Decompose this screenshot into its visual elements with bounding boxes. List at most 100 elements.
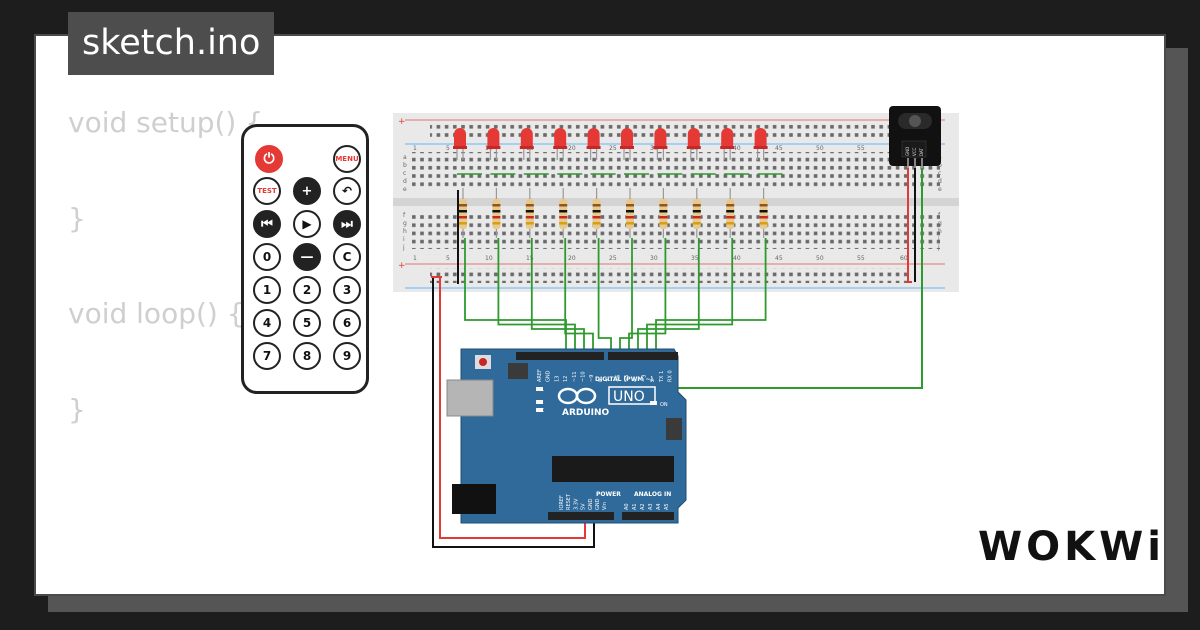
remote-menu-button[interactable]: MENU	[333, 145, 361, 173]
row-c-right: c	[938, 170, 941, 177]
pin-label-2: 13	[554, 376, 560, 382]
row-i: i	[403, 236, 405, 243]
col-1-bottom: 1	[413, 255, 417, 262]
remote-num-5-button[interactable]: 5	[293, 309, 321, 337]
col-60-bottom: 60	[900, 255, 908, 262]
arduino-model: UNO	[613, 389, 645, 405]
remote-num-7-button[interactable]: 7	[253, 342, 281, 370]
remote-num-4-button[interactable]: 4	[253, 309, 281, 337]
led-3	[519, 128, 534, 160]
row-e: e	[403, 186, 407, 193]
led-9	[720, 128, 735, 160]
led-label-rx: RX	[537, 408, 544, 414]
col-45-bottom: 45	[775, 255, 783, 262]
signal-wires	[457, 173, 783, 352]
remote-plus-button[interactable]: +	[293, 177, 321, 205]
row-c: c	[403, 170, 406, 177]
rail-plus-top: +	[398, 117, 406, 127]
led-8	[686, 128, 701, 160]
ir-pin-vcc: VCC	[912, 147, 917, 156]
analog-pin-label-2: A2	[640, 503, 646, 510]
led-label-tx: TX	[536, 400, 544, 406]
code-line-loop: void loop() {	[68, 297, 245, 330]
led-label-on: ON	[660, 402, 668, 408]
resistor-9	[726, 188, 735, 238]
remote-test-button[interactable]: TEST	[253, 177, 281, 205]
pin-label-4: ~11	[572, 371, 578, 382]
wokwi-logo: WOKWi	[978, 524, 1165, 570]
row-h-right: h	[938, 228, 942, 235]
remote-play-button[interactable]: ▶	[293, 210, 321, 238]
col-20-bottom: 20	[568, 255, 576, 262]
resistor-2	[492, 188, 501, 238]
row-j-right: j	[937, 244, 940, 251]
power-pin-label-0: IOREF	[559, 495, 565, 510]
resistor-group	[459, 188, 768, 238]
col-15-bottom: 15	[526, 255, 534, 262]
remote-power-button[interactable]: ⏻	[255, 145, 283, 173]
code-line-setup-end: }	[68, 202, 86, 235]
led-4	[553, 128, 568, 160]
analog-pin-label-1: A1	[632, 503, 638, 510]
signal-wire-10	[655, 238, 767, 352]
sketch-tab[interactable]: sketch.ino	[68, 12, 275, 75]
resistor-8	[692, 188, 701, 238]
resistor-7	[659, 188, 668, 238]
remote-prev-button[interactable]: ⏮	[253, 210, 281, 238]
col-20: 20	[568, 145, 576, 152]
ir-pin-gnd: GND	[905, 147, 910, 156]
col-5-bottom: 5	[446, 255, 450, 262]
remote-back-button[interactable]: ↶	[333, 177, 361, 205]
arduino-labels: UNO ARDUINO DIGITAL (PWM ~) POWER ANALOG…	[536, 376, 671, 498]
pin-label-7: 8	[598, 379, 604, 382]
remote-num-3-button[interactable]: 3	[333, 276, 361, 304]
led-5	[586, 128, 601, 160]
col-40-bottom: 40	[733, 255, 741, 262]
remote-minus-button[interactable]: —	[293, 243, 321, 271]
signal-wire-5	[597, 238, 612, 352]
power-pin-label-5: GND	[595, 498, 601, 510]
led-label-l: L	[541, 387, 544, 393]
digital-label: DIGITAL (PWM ~)	[595, 376, 653, 383]
remote-num-1-button[interactable]: 1	[253, 276, 281, 304]
pin-label-11: 4	[633, 379, 639, 382]
col-30-bottom: 30	[650, 255, 658, 262]
remote-num-2-button[interactable]: 2	[293, 276, 321, 304]
col-25-bottom: 25	[609, 255, 617, 262]
pin-label-3: 12	[563, 376, 569, 382]
power-pin-label-2: 3.3V	[573, 498, 579, 510]
analog-pin-label-4: A4	[656, 503, 662, 510]
row-i-right: i	[938, 236, 940, 243]
pin-label-1: GND	[546, 370, 552, 382]
power-pin-label-4: GND	[588, 498, 594, 510]
rail-plus-bottom: +	[398, 261, 406, 271]
power-label: POWER	[596, 491, 621, 498]
power-pin-label-3: 5V	[581, 503, 587, 510]
breadboard	[393, 113, 959, 292]
pin-label-8: 7	[607, 379, 613, 382]
remote-num-0-button[interactable]: 0	[253, 243, 281, 271]
col-50: 50	[816, 145, 824, 152]
resistor-6	[626, 188, 634, 238]
remote-num-8-button[interactable]: 8	[293, 342, 321, 370]
signal-wire-1	[464, 238, 567, 352]
col-35-bottom: 35	[691, 255, 699, 262]
remote-next-button[interactable]: ⏭	[333, 210, 361, 238]
col-40: 40	[733, 145, 741, 152]
remote-num-6-button[interactable]: 6	[333, 309, 361, 337]
signal-wire-3	[530, 238, 585, 352]
row-f-right: f	[938, 212, 941, 219]
resistor-4	[559, 188, 568, 238]
analog-pin-label-0: A0	[624, 503, 630, 510]
power-pin-label-1: RESET	[566, 493, 572, 510]
pin-label-12: ~3	[641, 375, 647, 382]
remote-num-9-button[interactable]: 9	[333, 342, 361, 370]
remote-clear-button[interactable]: C	[333, 243, 361, 271]
col-5: 5	[446, 145, 450, 152]
ir-remote: ⏻ MENU TEST + ↶ ⏮ ▶ ⏭ 0 — C 1 2 3 4 5 6 …	[241, 124, 369, 394]
pin-label-14: TX 1	[659, 371, 665, 383]
pin-label-5: ~10	[581, 371, 587, 382]
led-2	[486, 128, 501, 160]
pin-label-10: ~5	[624, 375, 630, 382]
